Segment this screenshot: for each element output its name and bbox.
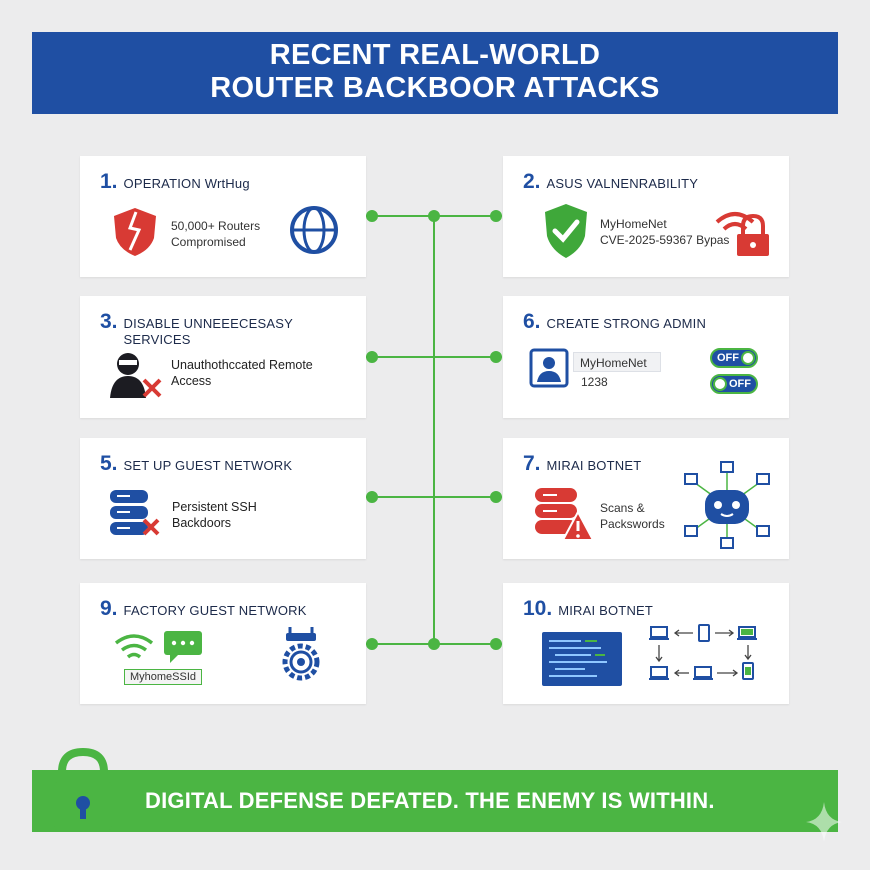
- database-warning-icon: [535, 488, 595, 541]
- toggle-switch-2[interactable]: OFF: [710, 374, 758, 394]
- card-title: CREATE STRONG ADMIN: [546, 316, 707, 331]
- wifi-lock-icon: [715, 212, 769, 256]
- toggle-label: OFF: [717, 352, 739, 364]
- code-terminal-icon: [542, 632, 622, 686]
- card-title: ASUS VALNENRABILITY: [546, 176, 699, 191]
- router-gear-icon: [282, 627, 320, 681]
- ssid-label: MyhomeSSId: [124, 669, 203, 685]
- card-number: 5.: [100, 452, 118, 475]
- toggle-knob: [741, 351, 755, 365]
- card-text-2: Access: [171, 374, 212, 388]
- password-field[interactable]: 1238: [581, 375, 608, 389]
- card-number: 9.: [100, 597, 118, 620]
- card-title: OPERATION WrtHug: [123, 176, 250, 191]
- card-text-2: CVE-2025-59367 Bypas: [600, 233, 730, 247]
- broken-shield-icon: [114, 208, 156, 256]
- card-number: 1.: [100, 170, 118, 193]
- toggle-knob: [713, 377, 727, 391]
- card-mirai-botnet: 7. MIRAI BOTNET Scans & Packswords: [503, 438, 789, 559]
- toggle-switch-1[interactable]: OFF: [710, 348, 758, 368]
- padlock-icon: [54, 748, 112, 830]
- card-title: SET UP GUEST NETWORK: [123, 458, 293, 473]
- server-icon: [110, 490, 160, 536]
- card-number: 10.: [523, 597, 553, 620]
- card-disable-services: 3. DISABLE UNNEEECESASY SERVICES Unautho…: [80, 296, 366, 418]
- card-asus-vulnerability: 2. ASUS VALNENRABILITY MyHomeNet CVE-202…: [503, 156, 789, 277]
- card-guest-network: 5. SET UP GUEST NETWORK Persistent SSH B…: [80, 438, 366, 559]
- card-operation-wrthug: 1. OPERATION WrtHug 50,000+ Routers Comp…: [80, 156, 366, 277]
- card-title: DISABLE UNNEEECESASY: [123, 316, 293, 331]
- card-text-1: Persistent SSH: [172, 500, 257, 514]
- card-number: 2.: [523, 170, 541, 193]
- title-line-2: ROUTER BACKBOOR ATTACKS: [210, 72, 660, 104]
- card-text-1: 50,000+ Routers: [171, 219, 261, 233]
- globe-icon: [290, 206, 338, 254]
- card-text-1: Unauthothccated Remote: [171, 358, 313, 372]
- sparkle-icon: [806, 802, 842, 842]
- hacker-icon: [110, 353, 162, 398]
- card-text-2: Backdoors: [172, 516, 232, 530]
- card-text-1: Scans &: [600, 501, 645, 515]
- card-factory-guest-network: 9. FACTORY GUEST NETWORK MyhomeSSId: [80, 583, 366, 704]
- footer-banner: DIGITAL DEFENSE DEFATED. THE ENEMY IS WI…: [32, 770, 838, 832]
- card-text-1: MyHomeNet: [600, 217, 667, 231]
- card-title-line-2: SERVICES: [123, 332, 191, 347]
- card-create-strong-admin: 6. CREATE STRONG ADMIN MyHomeNet 1238 OF…: [503, 296, 789, 418]
- card-number: 3.: [100, 310, 118, 333]
- check-shield-icon: [545, 204, 587, 258]
- toggle-label: OFF: [729, 378, 751, 390]
- wifi-chat-icon: [114, 631, 202, 663]
- device-network-icon: [649, 624, 757, 680]
- footer-text: DIGITAL DEFENSE DEFATED. THE ENEMY IS WI…: [145, 788, 715, 813]
- title-line-1: RECENT REAL-WORLD: [269, 39, 601, 71]
- card-number: 7.: [523, 452, 541, 475]
- title-banner: RECENT REAL-WORLD ROUTER BACKBOOR ATTACK…: [32, 32, 838, 114]
- username-field[interactable]: MyHomeNet: [573, 352, 661, 372]
- card-mirai-botnet-2: 10. MIRAI BOTNET: [503, 583, 789, 704]
- card-title: MIRAI BOTNET: [546, 458, 642, 473]
- card-text-2: Compromised: [171, 235, 246, 249]
- user-profile-icon: [529, 348, 569, 388]
- card-title: MIRAI BOTNET: [558, 603, 654, 618]
- robot-network-icon: [684, 461, 770, 549]
- card-title: FACTORY GUEST NETWORK: [123, 603, 307, 618]
- card-text-2: Packswords: [600, 517, 665, 531]
- card-number: 6.: [523, 310, 541, 333]
